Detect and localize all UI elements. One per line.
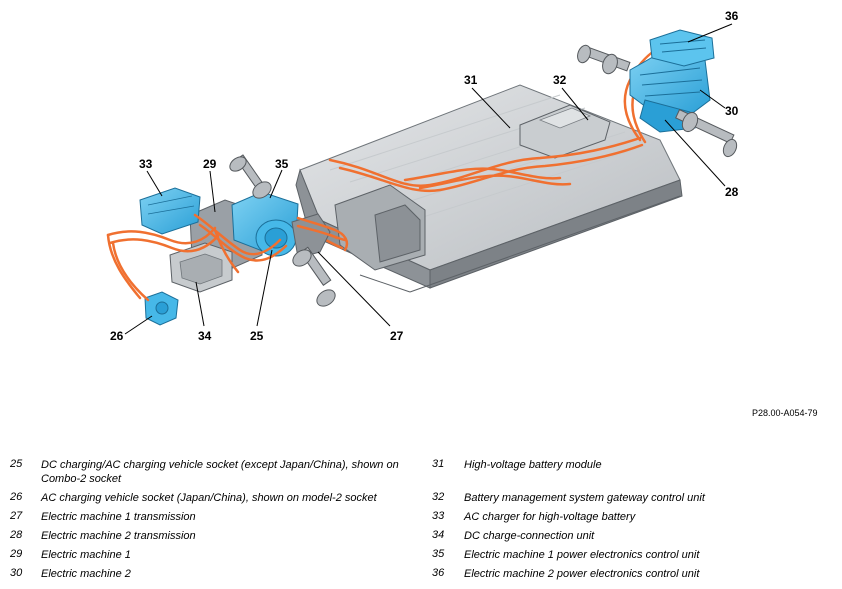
electric-machine-2-transmission — [639, 99, 696, 133]
bms-gateway-control-unit — [519, 104, 611, 159]
ac-charger — [139, 187, 201, 235]
hv-cable-harness-front — [106, 213, 349, 302]
callout-32: 32 — [553, 73, 567, 87]
figure-reference-code: P28.00-A054-79 — [752, 408, 818, 418]
ac-charging-socket — [144, 291, 179, 326]
leader-lines — [124, 23, 733, 335]
callout-30: 30 — [725, 104, 739, 118]
dc-charge-connection-unit — [169, 242, 233, 293]
callout-29: 29 — [203, 157, 217, 171]
front-drive-shafts — [229, 154, 336, 307]
callout-35: 35 — [275, 157, 289, 171]
callout-34: 34 — [198, 329, 212, 343]
electric-machine-2-power-electronics — [649, 29, 715, 67]
drivetrain-illustration — [106, 23, 738, 335]
callout-31: 31 — [464, 73, 478, 87]
hv-battery-module — [295, 84, 683, 293]
callout-36: 36 — [725, 9, 739, 23]
callout-33: 33 — [139, 157, 153, 171]
rear-drive-shafts — [577, 44, 738, 158]
callout-28: 28 — [725, 185, 739, 199]
callout-26: 26 — [110, 329, 124, 343]
callout-25: 25 — [250, 329, 264, 343]
callout-27: 27 — [390, 329, 404, 343]
